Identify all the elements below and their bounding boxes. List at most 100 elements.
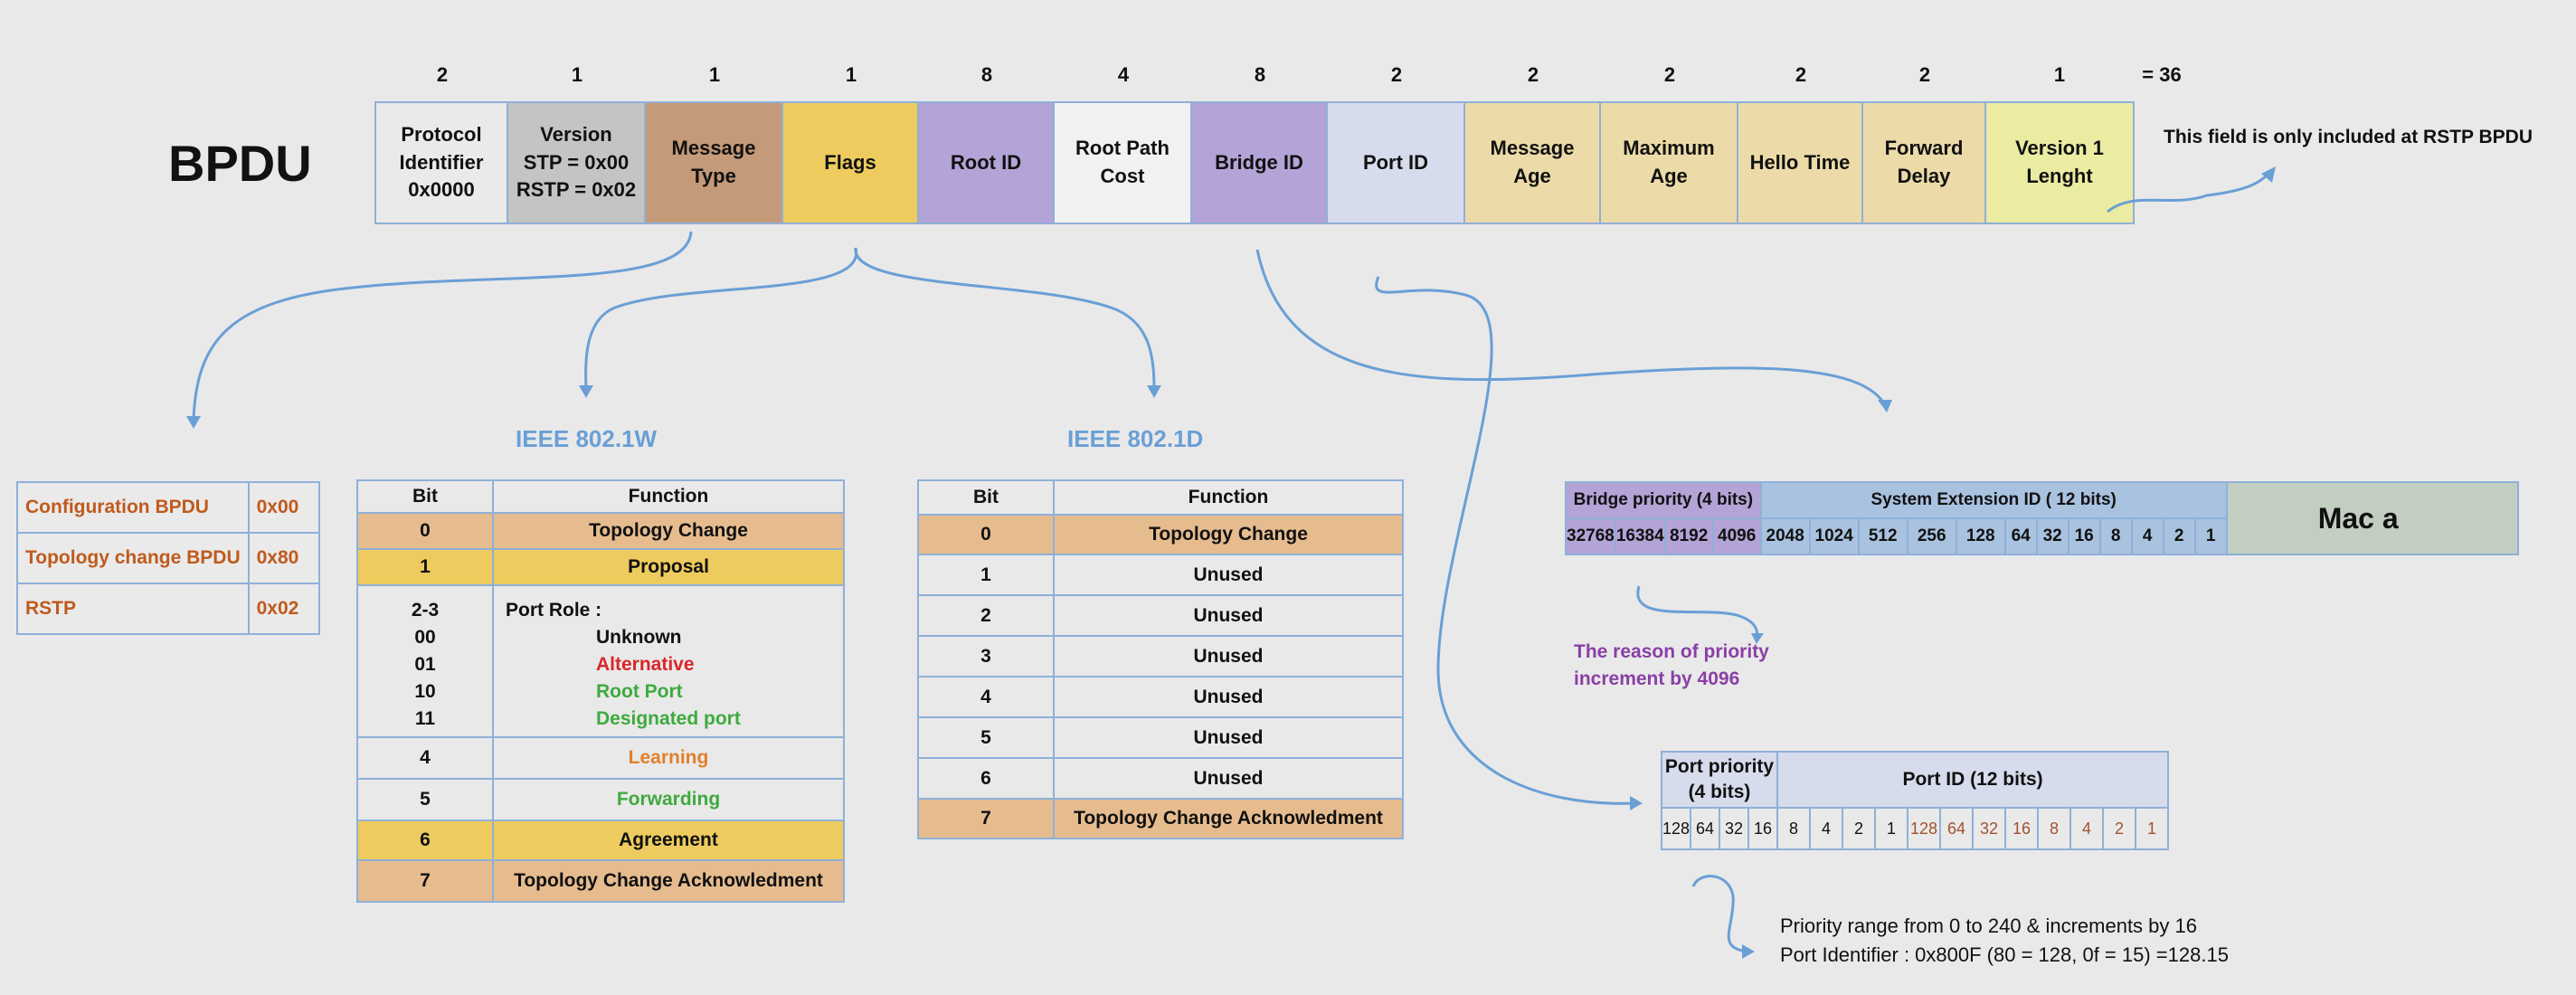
port-id-bit: 4 (2069, 807, 2105, 850)
port-priority-header-line1: Port priority (1664, 756, 1775, 777)
byte-count: 1 (845, 63, 857, 86)
flag-bit: 5 (917, 716, 1055, 759)
flag-bit: 4 (917, 676, 1055, 718)
port-priority-bit: 128 (1660, 807, 1692, 850)
bridge-note-line2: increment by 4096 (1574, 668, 1740, 689)
message-type-value: 0x80 (247, 532, 320, 584)
byte-count: 8 (980, 63, 993, 86)
message-type-name: Configuration BPDU (16, 481, 250, 534)
byte-count: 1 (708, 63, 721, 86)
bridge-priority-bit: 4096 (1711, 517, 1762, 555)
flag-function: Learning (492, 736, 845, 780)
flag-function: Unused (1053, 676, 1404, 718)
system-extension-bit: 512 (1857, 517, 1908, 555)
port-id-bit: 8 (2037, 807, 2072, 850)
port-id-bit: 128 (1907, 807, 1942, 850)
system-extension-bit: 32 (2035, 517, 2069, 555)
arrow-bridge-note (1636, 585, 1758, 638)
port-note-line1: Priority range from 0 to 240 & increment… (1780, 914, 2197, 937)
port-role-name: Designated port (596, 708, 741, 729)
flag-bit: 5 (356, 778, 494, 821)
byte-count: 2 (1390, 63, 1403, 86)
page-title: BPDU (168, 135, 312, 192)
bridge-priority-bit: 16384 (1614, 517, 1666, 555)
ieee-8021d-heading: IEEE 802.1D (1067, 425, 1204, 452)
arrow-flags-1w (584, 247, 857, 388)
bpdu-field: Maximum Age (1601, 103, 1738, 223)
flag-bit: 1 (917, 554, 1055, 596)
port-note-line2: Port Identifier : 0x800F (80 = 128, 0f =… (1780, 943, 2229, 966)
byte-count: 2 (1918, 63, 1931, 86)
flag-bit: 7 (356, 859, 494, 903)
port-role-title: Port Role : (506, 600, 602, 621)
flag-function: Unused (1053, 635, 1404, 678)
system-extension-bit: 8 (2098, 517, 2133, 555)
port-role-name: Unknown (596, 627, 682, 648)
col-function: Function (1053, 479, 1404, 516)
flag-function: Unused (1053, 554, 1404, 596)
arrow-bridge-id (1255, 249, 1887, 406)
col-bit: Bit (917, 479, 1055, 516)
bpdu-field: Flags (783, 103, 919, 223)
flag-function: Unused (1053, 716, 1404, 759)
port-id-bit: 16 (2004, 807, 2040, 850)
port-id-bit: 32 (1972, 807, 2007, 850)
bpdu-field: Root ID (919, 103, 1055, 223)
flag-bit: 0 (917, 514, 1055, 555)
flag-function: Unused (1053, 757, 1404, 800)
system-extension-bit: 16 (2067, 517, 2101, 555)
flag-bit: 2 (917, 594, 1055, 637)
bridge-id-table: Bridge priority (4 bits) System Extensio… (1565, 481, 2519, 555)
bpdu-field: Root Path Cost (1055, 103, 1192, 223)
port-role-bit-range: 2-3 (411, 600, 440, 621)
byte-count: 2 (436, 63, 449, 86)
bpdu-field: Version STP = 0x00 RSTP = 0x02 (508, 103, 646, 223)
bridge-priority-note: The reason of priority increment by 4096 (1574, 639, 1769, 693)
flag-bit: 7 (917, 798, 1055, 839)
flag-bit: 3 (917, 635, 1055, 678)
arrow-flags-1d (854, 247, 1156, 388)
port-id-note: Priority range from 0 to 240 & increment… (1780, 912, 2229, 970)
port-id-bit: 1 (2135, 807, 2170, 850)
port-role-name: Root Port (596, 681, 683, 702)
port-id-bit: 2 (2102, 807, 2137, 850)
system-extension-bit: 2048 (1759, 517, 1811, 555)
port-id-header: Port ID (12 bits) (1776, 751, 2170, 809)
message-type-value: 0x02 (247, 583, 320, 635)
byte-count: 4 (1117, 63, 1130, 86)
flags-8021w-table: Bit Function 0 Topology Change 1 Proposa… (356, 479, 845, 903)
port-priority-bit: 16 (1747, 807, 1779, 850)
port-role-code: 00 (414, 627, 436, 648)
bpdu-field: Message Age (1465, 103, 1601, 223)
port-id-bit: 64 (1939, 807, 1975, 850)
arrow-message-type (192, 231, 693, 419)
port-id-bit: 8 (1776, 807, 1812, 850)
rstp-note: This field is only included at RSTP BPDU (2164, 127, 2533, 147)
bpdu-field: Version 1 Lenght (1986, 103, 2133, 223)
port-id-bit: 1 (1874, 807, 1909, 850)
bpdu-field: Message Type (646, 103, 783, 223)
byte-count: 2 (1663, 63, 1676, 86)
port-priority-header-line2: (4 bits) (1688, 782, 1751, 802)
flag-bit: 0 (356, 512, 494, 550)
bpdu-field: Protocol Identifier 0x0000 (376, 103, 508, 223)
bridge-note-line1: The reason of priority (1574, 641, 1769, 662)
flag-function: Agreement (492, 820, 845, 861)
system-extension-header: System Extension ID ( 12 bits) (1759, 481, 2228, 519)
bridge-priority-bit: 32768 (1565, 517, 1616, 555)
system-extension-bit: 2 (2162, 517, 2196, 555)
message-type-name: RSTP (16, 583, 250, 635)
port-id-bit: 2 (1842, 807, 1877, 850)
